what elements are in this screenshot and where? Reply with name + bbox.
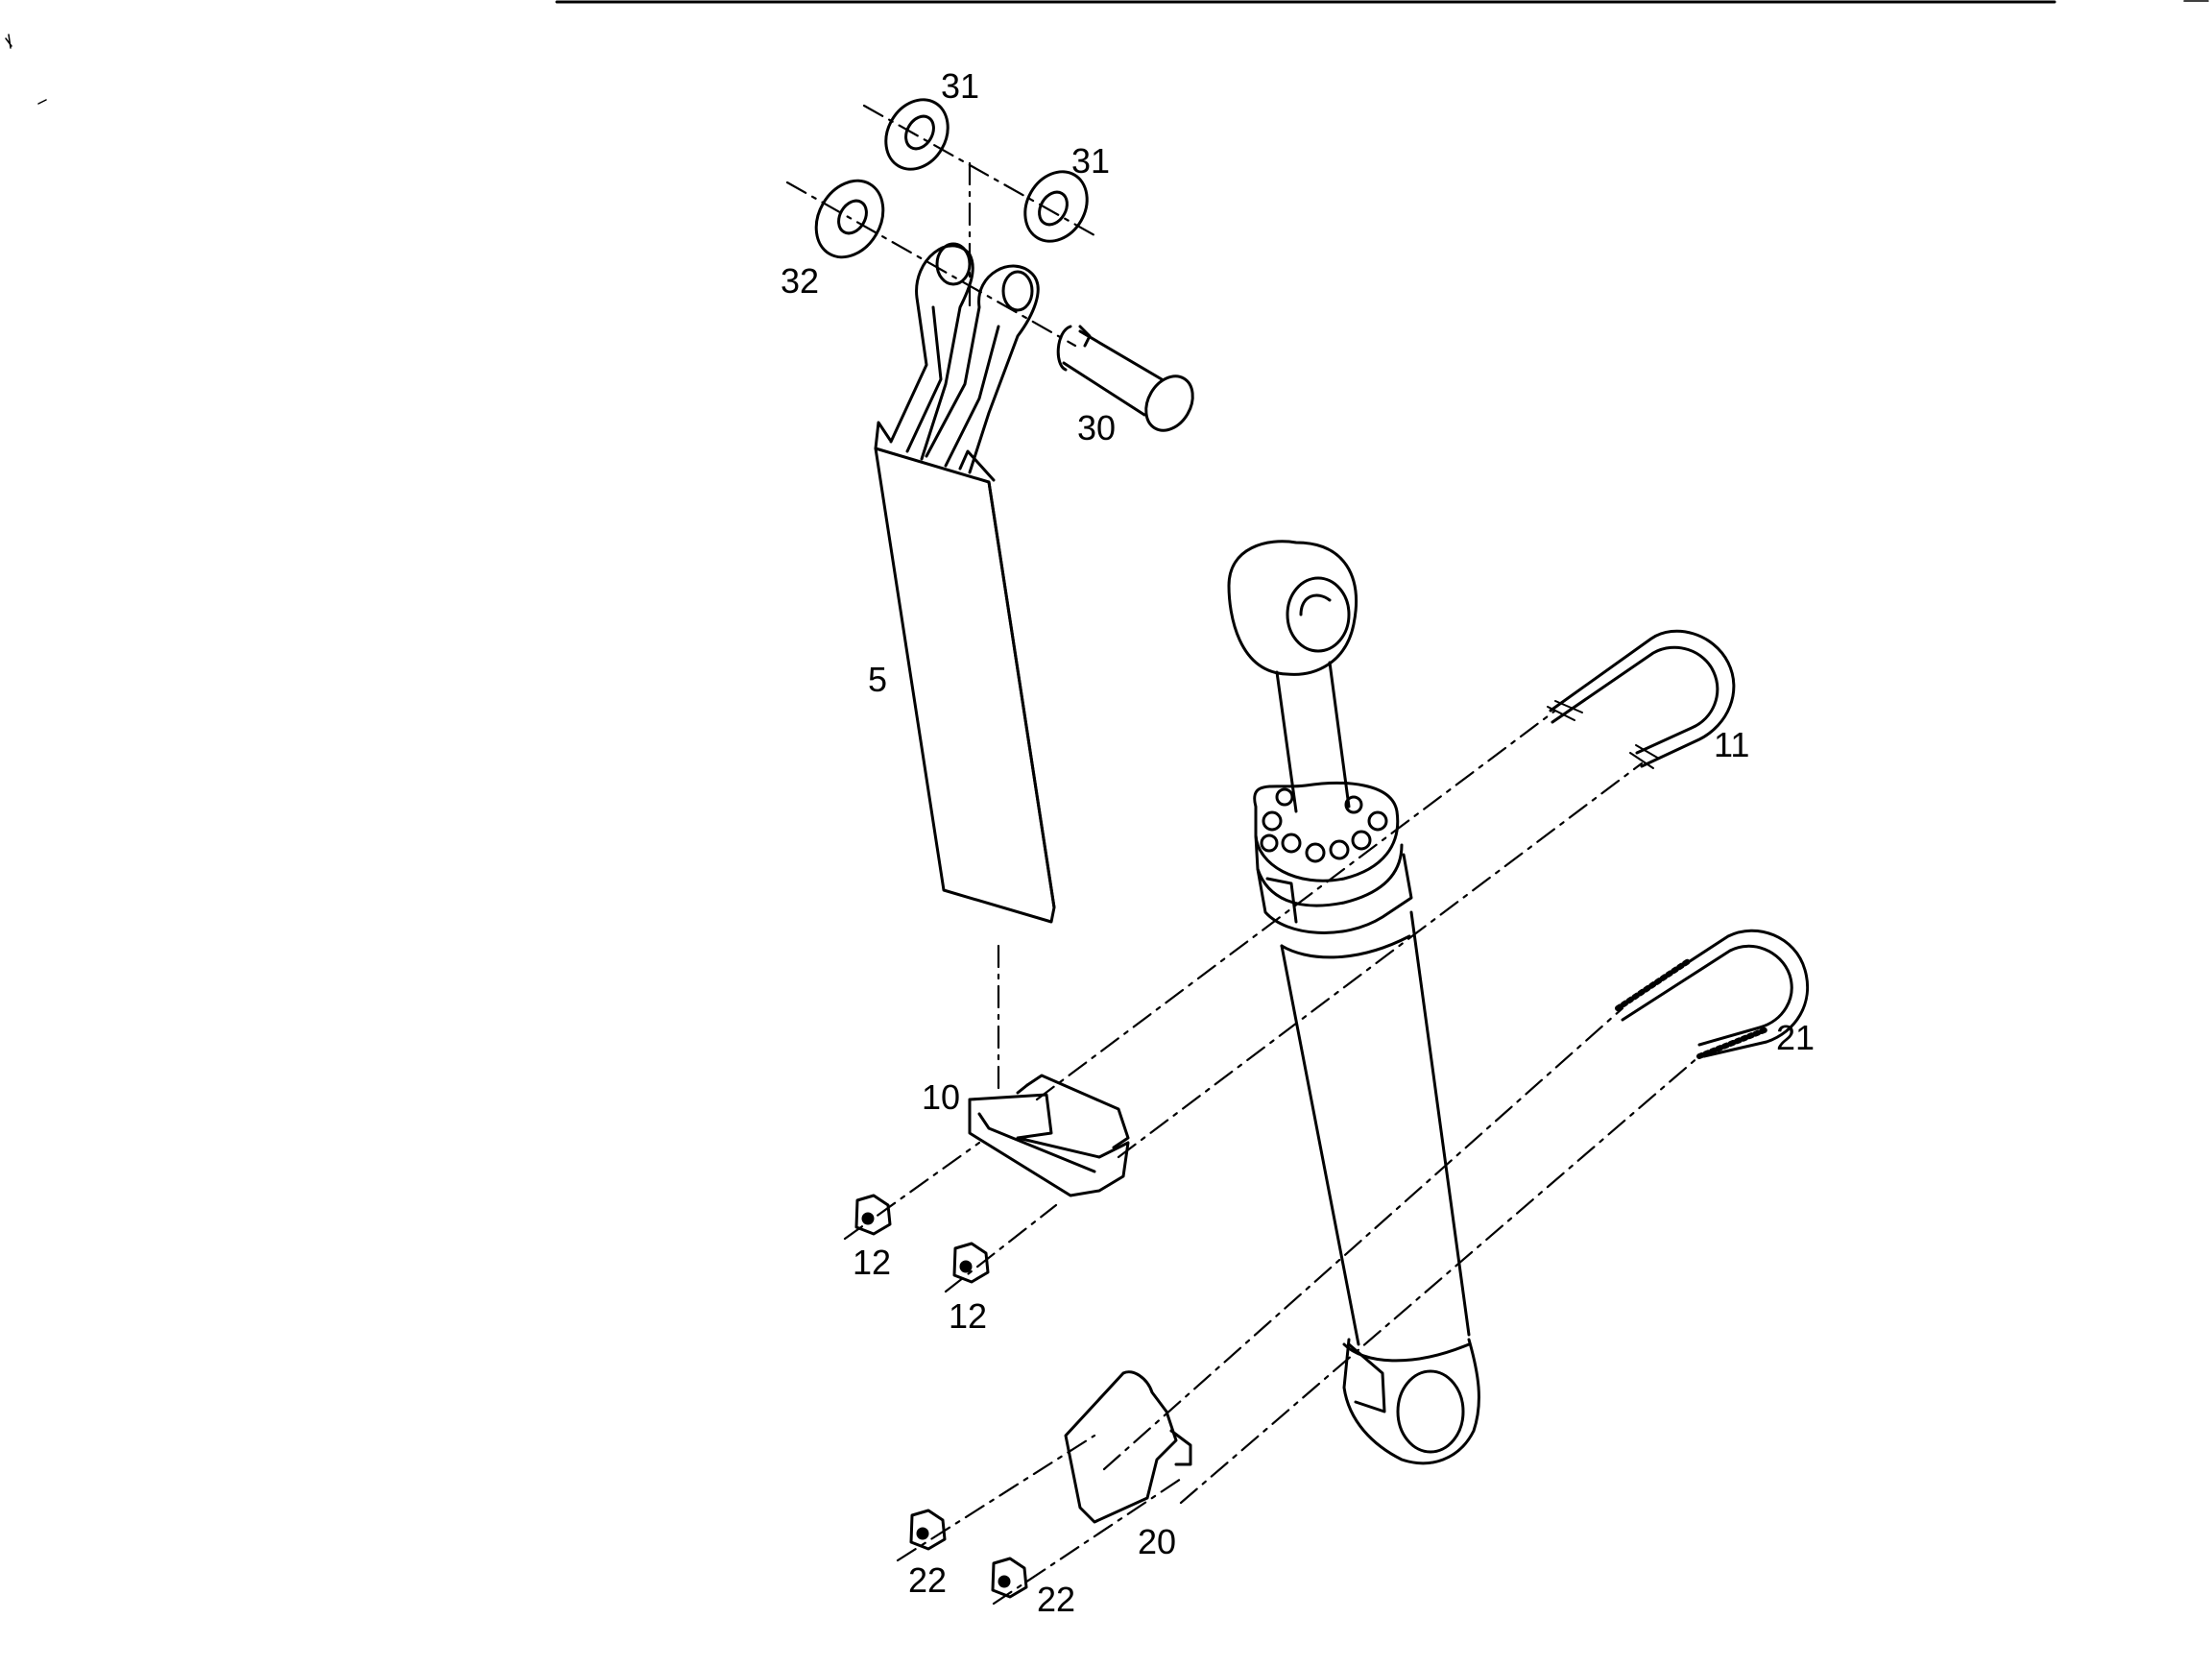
nut-22-right <box>991 1557 1028 1599</box>
callout-22-right: 22 <box>1037 1580 1076 1619</box>
callout-22-left: 22 <box>908 1560 948 1600</box>
u-bolt-11 <box>1547 629 1736 769</box>
nut-12-right <box>952 1242 990 1284</box>
nut-22-left <box>909 1509 947 1551</box>
callout-31-upper: 31 <box>941 66 980 106</box>
bracket-5 <box>874 242 1056 924</box>
callout-30: 30 <box>1077 408 1117 447</box>
callout-20: 20 <box>1138 1522 1177 1561</box>
callout-10: 10 <box>922 1077 961 1117</box>
stray-marks <box>5 0 2209 105</box>
callout-11: 11 <box>1714 725 1750 764</box>
washer-31-right <box>1023 170 1089 243</box>
pin-30 <box>1056 325 1194 432</box>
washer-32 <box>814 179 885 259</box>
callout-31-right: 31 <box>1071 141 1111 181</box>
nut-12-left <box>854 1194 892 1236</box>
bracket-10 <box>968 1074 1130 1197</box>
callout-21: 21 <box>1776 1018 1815 1057</box>
center-lines <box>785 104 1701 1606</box>
callout-32: 32 <box>781 261 820 301</box>
bracket-20 <box>1064 1370 1192 1524</box>
callout-12-left: 12 <box>853 1243 892 1282</box>
callout-12-right: 12 <box>949 1296 988 1336</box>
u-bolt-21 <box>1615 929 1810 1059</box>
hydraulic-cylinder <box>1227 540 1480 1465</box>
callout-5: 5 <box>868 660 888 699</box>
washer-31-upper <box>884 98 950 171</box>
